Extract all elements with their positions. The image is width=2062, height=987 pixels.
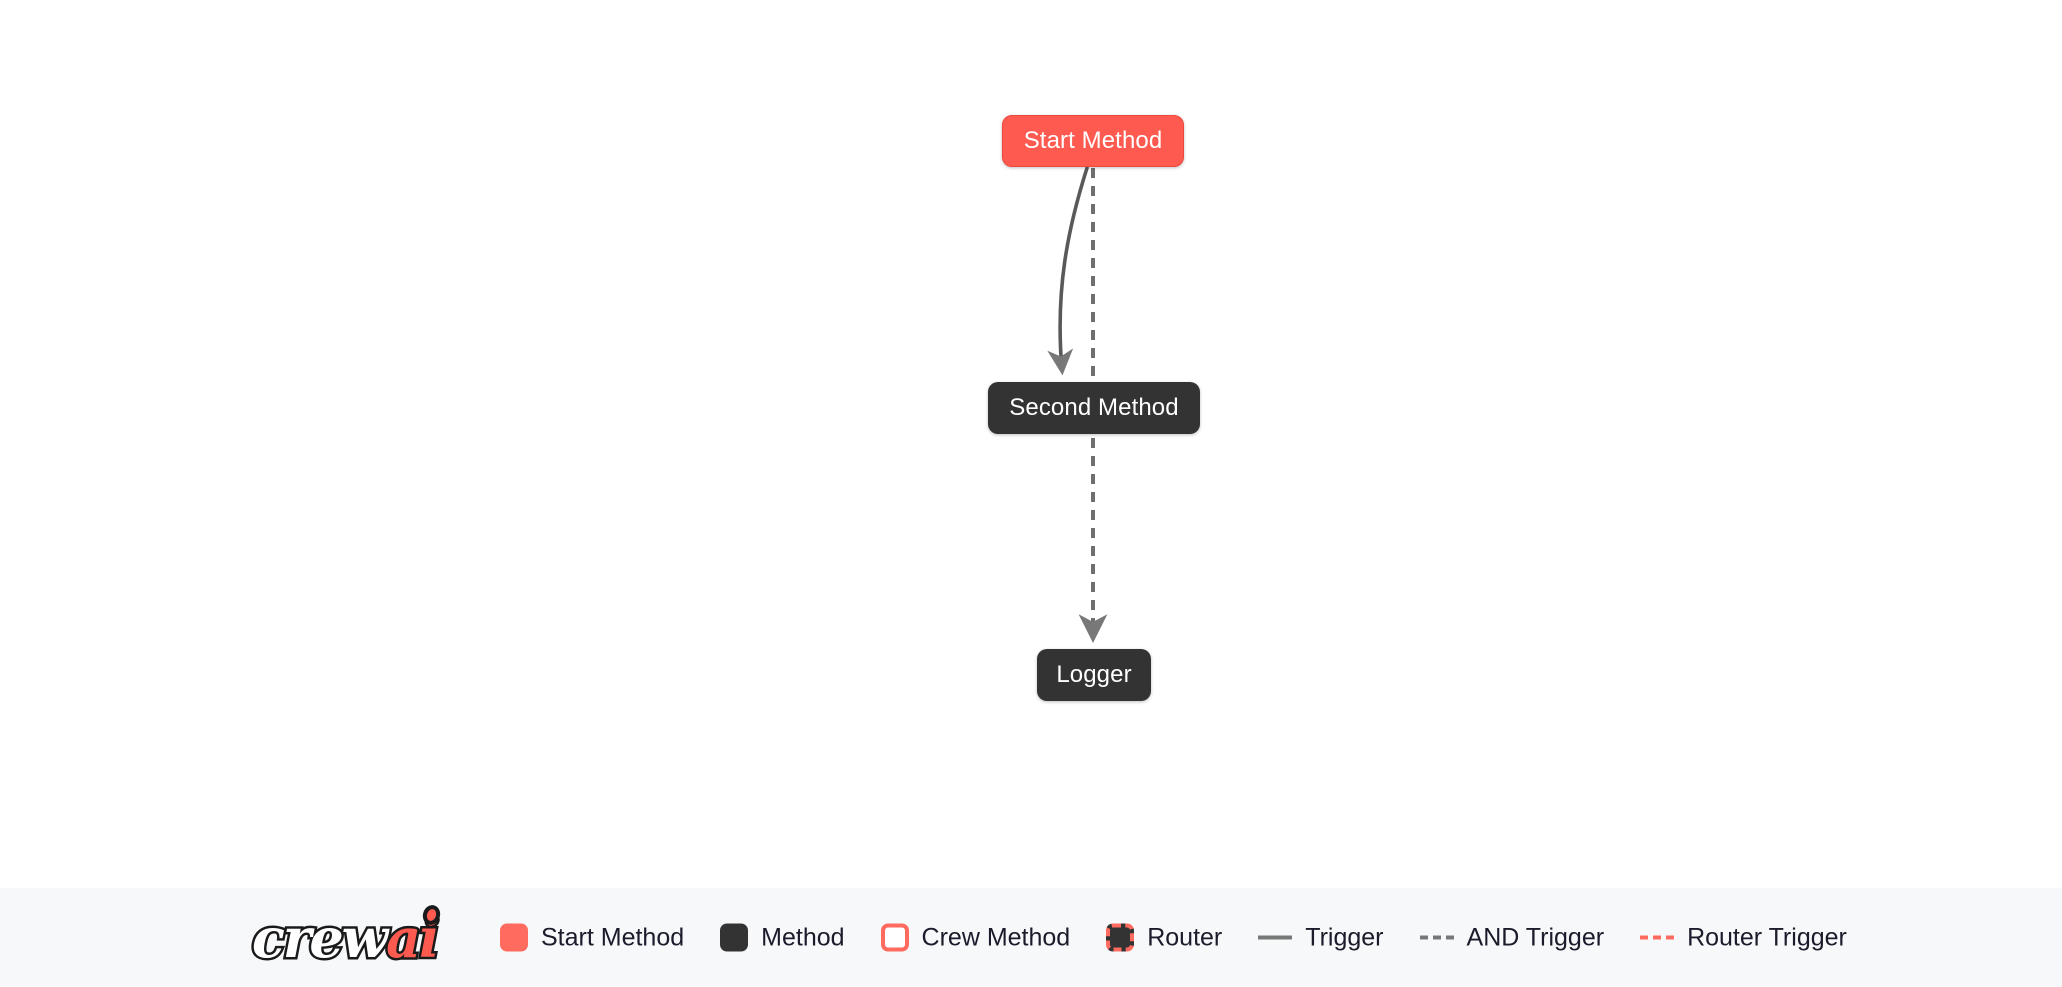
node-label: Second Method (1009, 394, 1179, 421)
legend-item-crew-method: Crew Method (880, 923, 1071, 952)
legend-item-and-trigger: AND Trigger (1419, 923, 1605, 952)
start-method-swatch-icon (500, 923, 528, 952)
router-swatch-icon (1106, 923, 1135, 952)
legend-label: Start Method (541, 923, 685, 951)
legend-item-router-trigger: Router Trigger (1640, 923, 1847, 952)
node-second-method[interactable]: Second Method (988, 382, 1200, 434)
legend-item-trigger: Trigger (1258, 923, 1384, 952)
legend-item-method: Method (720, 923, 845, 952)
node-logger[interactable]: Logger (1037, 649, 1151, 701)
flow-canvas[interactable]: Start Method Second Method Logger (0, 0, 2062, 888)
legend-item-start-method: Start Method (500, 923, 684, 952)
legend-label: AND Trigger (1466, 923, 1605, 951)
trigger-line-icon (1258, 935, 1293, 940)
legend-label: Trigger (1305, 923, 1384, 951)
method-swatch-icon (720, 923, 749, 952)
node-label: Logger (1056, 661, 1132, 688)
legend-label: Crew Method (921, 923, 1071, 951)
router-trigger-line-icon (1640, 935, 1675, 940)
legend-label: Method (761, 923, 845, 951)
logo-text-crew: crew (249, 905, 390, 970)
legend-bar: crewai Start Method Method Crew Method R… (0, 888, 2062, 987)
crew-method-swatch-icon (880, 923, 909, 952)
node-start-method[interactable]: Start Method (1002, 115, 1184, 167)
and-trigger-line-icon (1419, 935, 1454, 940)
legend-item-router: Router (1106, 923, 1222, 952)
crewai-logo: crewai (249, 902, 443, 970)
edge-start-to-second (1047, 166, 1089, 376)
legend-label: Router (1147, 923, 1223, 951)
legend-label: Router Trigger (1687, 923, 1847, 951)
legend-items: Start Method Method Crew Method Router T… (500, 923, 1847, 952)
node-label: Start Method (1023, 127, 1163, 154)
